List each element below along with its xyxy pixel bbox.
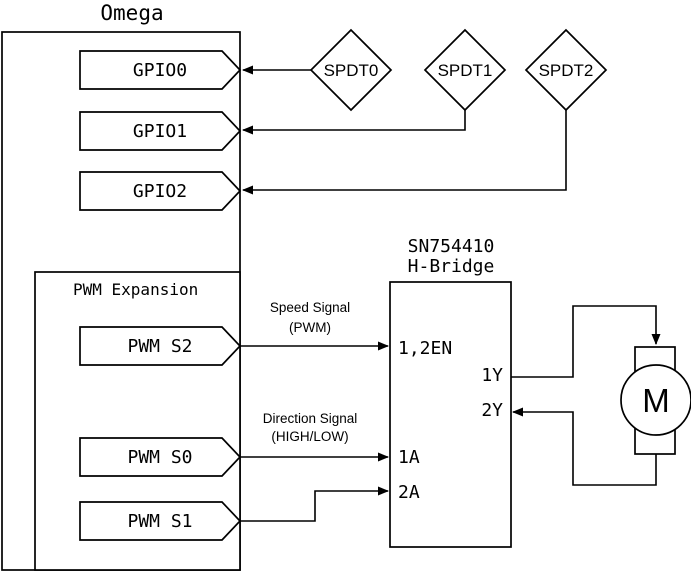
direction-signal-note-line1: Direction Signal (263, 411, 358, 426)
pwm-s1-pin-shape (79, 501, 242, 541)
gpio-pin-gpio2: GPIO2 (79, 171, 242, 211)
wire-1y-to-motor (511, 305, 661, 378)
gpio2-pin-shape (79, 171, 242, 211)
spdt0-label: SPDT0 (324, 61, 379, 80)
gpio0-pin-label: GPIO0 (133, 60, 187, 81)
motor-body-circle (620, 364, 691, 436)
speed-signal-note-line1: Speed Signal (270, 300, 350, 315)
hbridge-outline (389, 281, 512, 548)
wire-spdt2-to-gpio2 (242, 110, 567, 195)
spdt1-label: SPDT1 (438, 61, 493, 80)
pwm-s1-pin-label: PWM S1 (127, 511, 192, 532)
pwm-expansion-label: PWM Expansion (73, 280, 198, 299)
gpio-pin-gpio0: GPIO0 (79, 50, 242, 90)
hbridge-pin-12en: 1,2EN (398, 338, 452, 359)
hbridge-type: H-Bridge (408, 256, 495, 277)
pwm-pin-s2: PWM S2 (79, 326, 242, 366)
switch-spdt1: SPDT1 (423, 28, 507, 112)
motor-label: M (642, 382, 670, 419)
omega-board-title: Omega (100, 1, 163, 25)
motor: M (620, 346, 691, 455)
wire-spdt1-to-gpio1 (242, 110, 466, 135)
direction-signal-note-line2: (HIGH/LOW) (271, 429, 348, 444)
pwm-pin-s0: PWM S0 (79, 437, 242, 477)
wire-pwms1-to-2a (240, 486, 389, 522)
pwm-pin-s1: PWM S1 (79, 501, 242, 541)
hbridge-pin-1a: 1A (398, 447, 420, 468)
pwm-s2-pin-shape (79, 326, 242, 366)
gpio-pin-gpio1: GPIO1 (79, 111, 242, 151)
gpio2-pin-label: GPIO2 (133, 181, 187, 202)
hbridge-pin-2y: 2Y (481, 400, 503, 421)
spdt2-label: SPDT2 (539, 61, 594, 80)
switch-spdt0: SPDT0 (309, 28, 393, 112)
spdt0-diamond (309, 28, 393, 112)
pwm-s0-pin-label: PWM S0 (127, 447, 192, 468)
hbridge-pin-2a: 2A (398, 482, 420, 503)
wire-motor-to-2y (512, 407, 657, 486)
gpio1-pin-label: GPIO1 (133, 121, 187, 142)
hbridge-pin-1y: 1Y (481, 365, 503, 386)
pwm-s0-pin-shape (79, 437, 242, 477)
gpio0-pin-shape (79, 50, 242, 90)
hbridge-name: SN754410 (408, 236, 495, 257)
gpio1-pin-shape (79, 111, 242, 151)
speed-signal-note-line2: (PWM) (289, 320, 331, 335)
pwm-s2-pin-label: PWM S2 (127, 336, 192, 357)
switch-spdt2: SPDT2 (524, 28, 608, 112)
